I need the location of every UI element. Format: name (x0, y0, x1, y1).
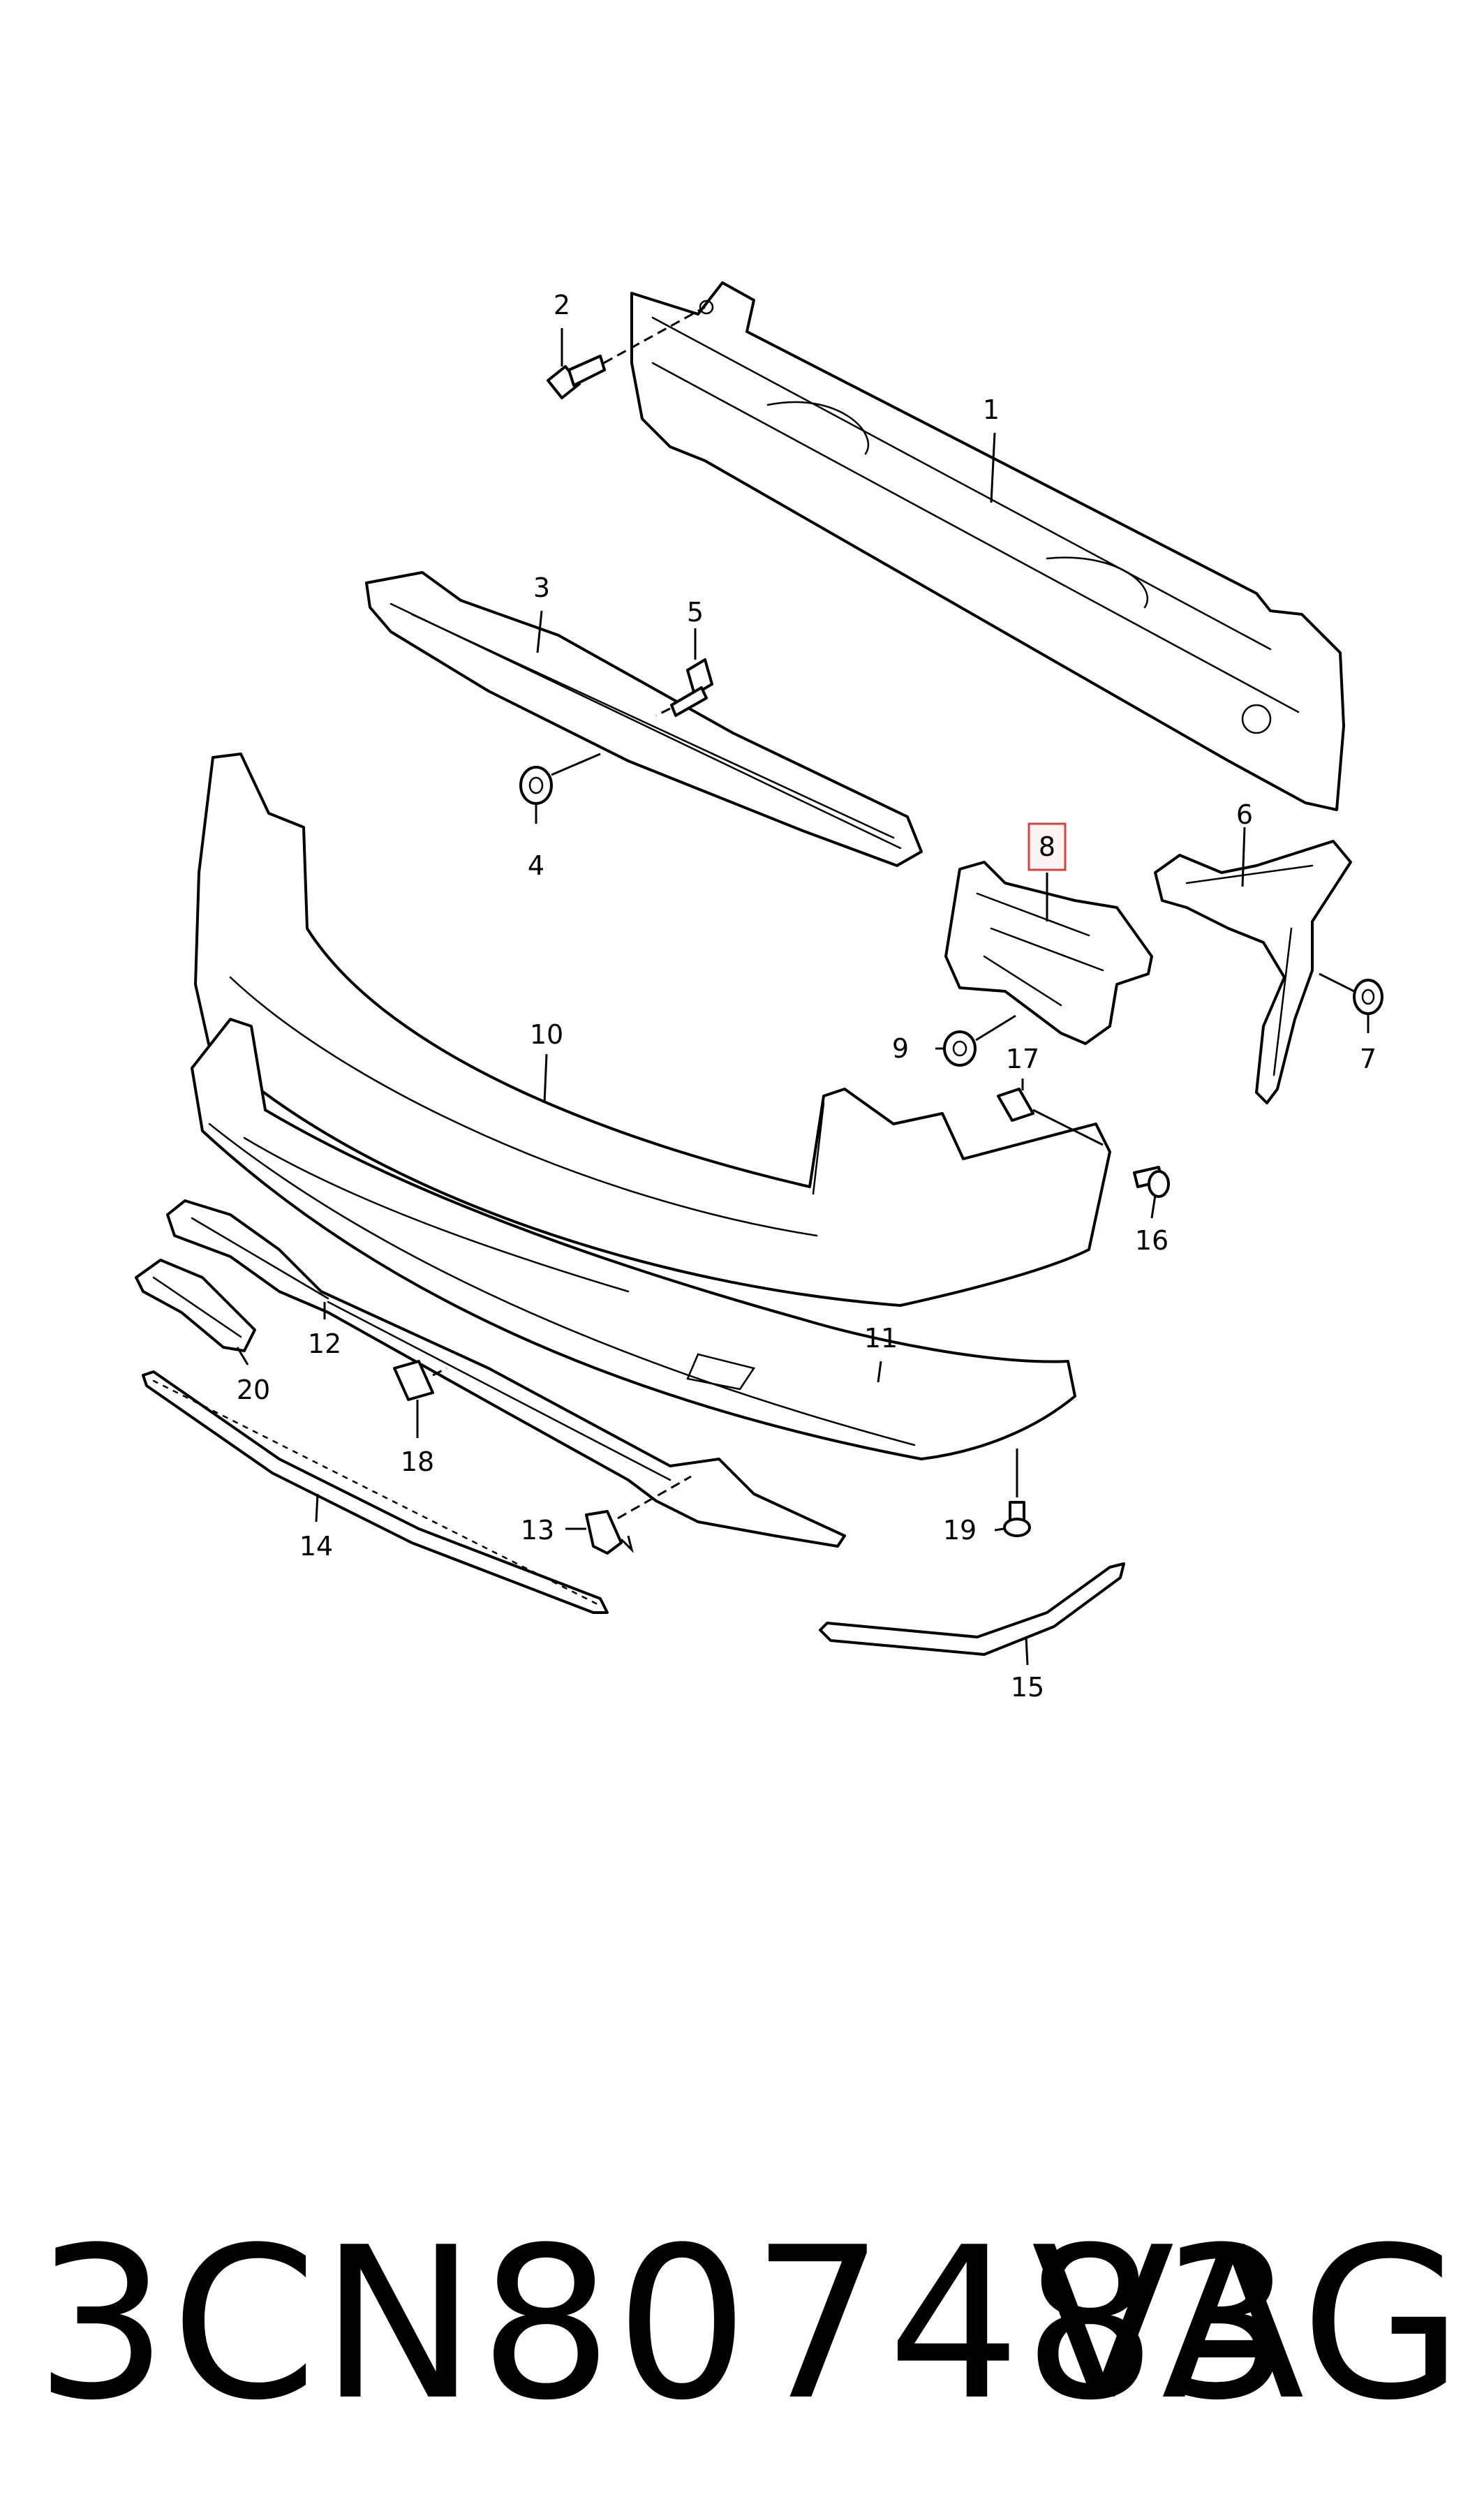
callout-8[interactable]: 8 (1039, 831, 1055, 862)
callout-19[interactable]: 19 (943, 1515, 977, 1546)
callout-14[interactable]: 14 (299, 1531, 333, 1562)
part-16-screw[interactable] (1133, 1166, 1170, 1198)
callout-17[interactable]: 17 (1006, 1044, 1039, 1074)
callout-20[interactable]: 20 (237, 1375, 270, 1405)
callout-9[interactable]: 9 (892, 1033, 909, 1064)
part-11-lower-bumper[interactable] (191, 1018, 1076, 1460)
callout-6[interactable]: 6 (1236, 799, 1253, 830)
callout-4[interactable]: 4 (528, 850, 544, 881)
callout-2[interactable]: 2 (554, 290, 570, 320)
part-2-bolt[interactable] (547, 306, 706, 399)
part-10-bumper-cover[interactable] (194, 753, 1111, 1307)
part-1-bumper-beam[interactable] (630, 281, 1345, 811)
callout-7[interactable]: 7 (1360, 1044, 1377, 1074)
part-4-nut[interactable] (519, 753, 601, 805)
part-13-cap[interactable] (585, 1475, 692, 1555)
highlight-box (1027, 822, 1067, 871)
callout-18[interactable]: 18 (401, 1446, 434, 1477)
callout-3[interactable]: 3 (533, 572, 550, 603)
part-20-trim-piece[interactable] (135, 1259, 256, 1352)
part-3-guide-profile[interactable] (365, 571, 923, 867)
part-18-clip[interactable] (393, 1360, 447, 1401)
callout-10[interactable]: 10 (530, 1019, 563, 1050)
part-15-trim-strip[interactable] (819, 1562, 1125, 1656)
part-6-side-bracket[interactable] (1154, 840, 1352, 1104)
callout-15[interactable]: 15 (1011, 1672, 1044, 1703)
callout-12[interactable]: 12 (308, 1328, 341, 1359)
callout-16[interactable]: 16 (1135, 1225, 1168, 1256)
leader-lines (236, 328, 1370, 1666)
part-9-nut[interactable] (943, 1014, 1016, 1067)
part-number: 3CN807483 (35, 2202, 1296, 2446)
part-19-screw[interactable] (1003, 1449, 1031, 1537)
callout-13[interactable]: 13 (521, 1515, 554, 1546)
exploded-parts-diagram: 1 2 3 4 5 6 7 8 9 10 11 12 13 14 15 16 1… (135, 281, 1383, 1703)
callout-5[interactable]: 5 (687, 597, 704, 628)
part-17-clip[interactable] (997, 1088, 1034, 1122)
callout-1[interactable]: 1 (983, 394, 1000, 425)
part-8-bracket[interactable] (944, 861, 1153, 1045)
footer-caption: 3CN807483 VAG (0, 2185, 1484, 2464)
part-5-bolt[interactable] (655, 658, 713, 717)
part-12-lower-panel[interactable] (166, 1199, 846, 1548)
callout-11[interactable]: 11 (864, 1323, 898, 1354)
part-7-nut[interactable] (1319, 972, 1383, 1015)
part-14-trim-strip[interactable] (142, 1370, 609, 1614)
callout-labels: 1 2 3 4 5 6 7 8 9 10 11 12 13 14 15 16 1… (237, 290, 1377, 1703)
brand-name: VAG (1031, 2202, 1463, 2446)
